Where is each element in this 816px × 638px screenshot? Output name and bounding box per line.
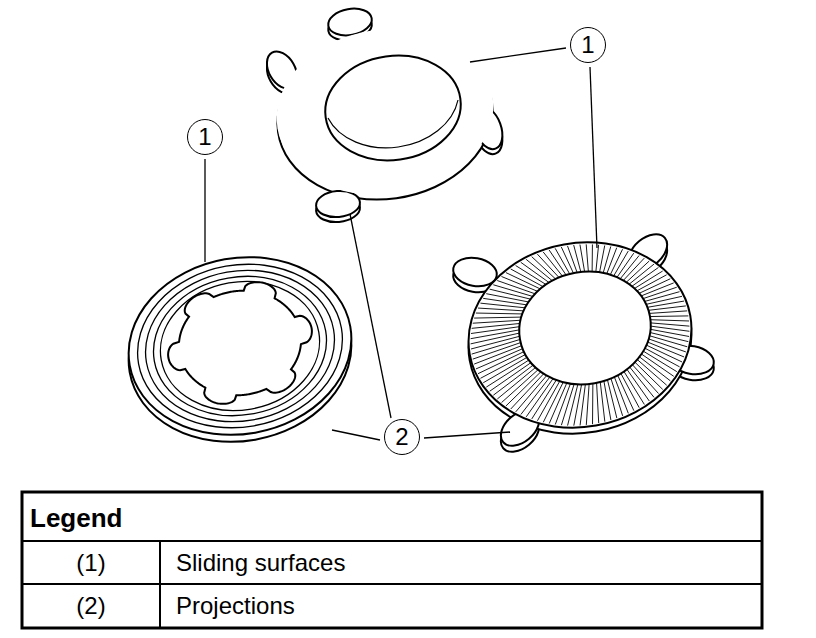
leader-line	[205, 48, 597, 440]
table-cell: (1)	[76, 551, 105, 575]
table-cell: Sliding surfaces	[176, 551, 345, 575]
callout-number: 1	[570, 27, 606, 63]
table-heading: Legend	[30, 505, 122, 531]
callout-number: 1	[187, 119, 223, 155]
callout-number: 2	[384, 419, 420, 455]
table-cell: Projections	[176, 594, 295, 618]
legend-table	[22, 492, 762, 628]
table-cell: (2)	[76, 594, 105, 618]
